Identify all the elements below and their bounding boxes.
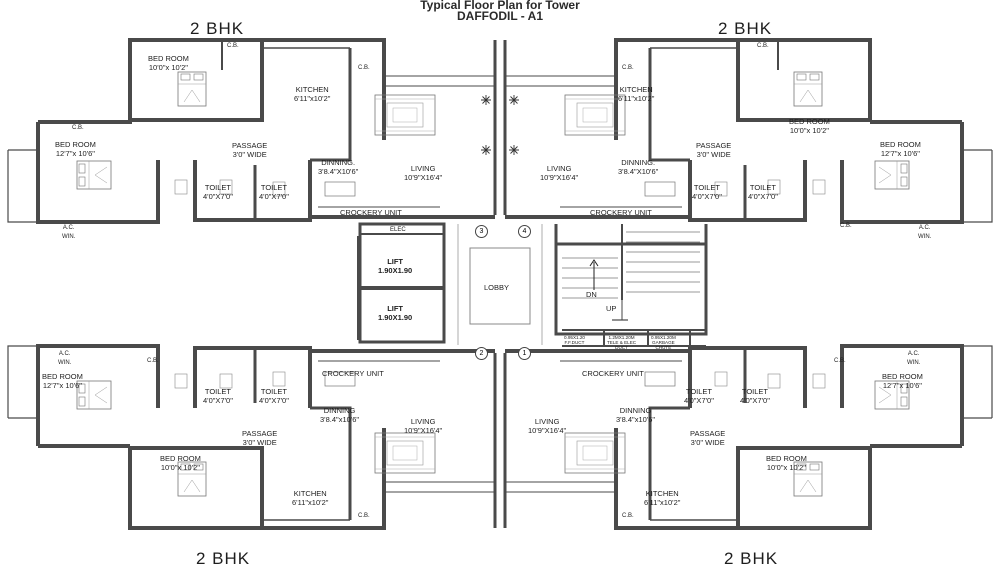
crockery-unit: CROCKERY UNIT [590, 208, 652, 217]
flat-top-right-furniture [508, 71, 910, 197]
cupboard-label: C.B. [358, 65, 370, 71]
crockery-unit: CROCKERY UNIT [322, 369, 384, 378]
flat-number-3: 3 [475, 225, 488, 238]
room-dinning: DINNING.3'8.4"X10'6" [318, 158, 359, 176]
lobby-label: LOBBY [484, 283, 510, 292]
flat-type-top-right: 2 BHK [718, 19, 773, 38]
ac-window-label: A.C.WIN. [58, 351, 72, 366]
flat-top-left-walls [7, 38, 497, 224]
room-dinning: DINNING.3'8.4"X10'6" [618, 158, 659, 176]
flat-number-4: 4 [518, 225, 531, 238]
cupboard-label: C.B. [834, 358, 846, 364]
stair-down-label: DN [586, 290, 597, 299]
flat-top-right-walls [503, 38, 993, 224]
flat-bottom-left-furniture [76, 371, 436, 497]
cupboard-label: C.B. [227, 43, 239, 49]
cupboard-label: C.B. [147, 358, 159, 364]
flat-type-bottom-left: 2 BHK [196, 549, 251, 568]
cupboard-label: C.B. [622, 513, 634, 519]
flat-bottom-right-walls [503, 344, 993, 530]
cupboard-label: C.B. [72, 125, 84, 131]
plan-subtitle: DAFFODIL - A1 [457, 9, 543, 23]
crockery-unit: CROCKERY UNIT [340, 208, 402, 217]
cupboard-label: C.B. [622, 65, 634, 71]
flat-number-2: 2 [475, 347, 488, 360]
ac-window-label: A.C.WIN. [62, 225, 76, 240]
crockery-unit: CROCKERY UNIT [582, 369, 644, 378]
flat-type-top-left: 2 BHK [190, 19, 245, 38]
flat-bottom-right-furniture [564, 371, 910, 497]
flat-number-1: 1 [518, 347, 531, 360]
ac-window-label: A.C.WIN. [918, 225, 932, 240]
flat-bottom-left-walls [7, 344, 497, 530]
ac-window-label: A.C.WIN. [907, 351, 921, 366]
flat-type-bottom-right: 2 BHK [724, 549, 779, 568]
core-walls [357, 222, 708, 347]
cupboard-label: C.B. [840, 223, 852, 229]
stair-up-label: UP [606, 304, 617, 313]
elec-room-label: ELEC [390, 227, 406, 233]
flat-top-left-furniture [76, 71, 492, 197]
cupboard-label: C.B. [757, 43, 769, 49]
plan-title: Typical Floor Plan for Tower [420, 0, 580, 12]
cupboard-label: C.B. [358, 513, 370, 519]
stair-treads [562, 231, 700, 321]
